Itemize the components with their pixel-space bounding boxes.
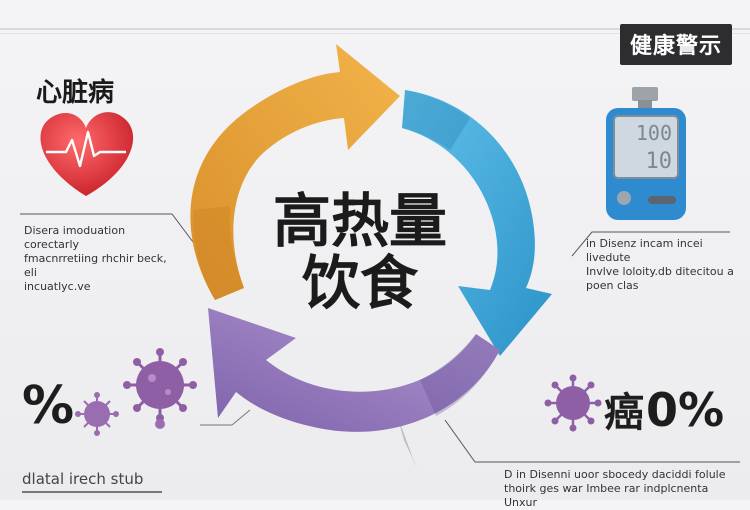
center-title-line1: 高热量 (272, 187, 447, 255)
monitor-reading-bottom: 10 (646, 149, 673, 174)
arrow-purple (208, 308, 500, 432)
bottom-right-note-line: thoirk ges war Imbee rar indplcnenta Unx… (504, 482, 709, 509)
cancer-stat: 癌0% (604, 380, 724, 438)
left-note-line: incuatlyc.ve (24, 280, 91, 293)
callout-line-bottom-left (200, 409, 251, 426)
cancer-label: 癌 (604, 390, 644, 436)
left-note-line: Disera imoduation corectarly (24, 224, 126, 251)
virus-icon-large (123, 348, 197, 422)
center-title: 高热量 饮食 (260, 190, 460, 314)
cancer-percent: 0% (646, 383, 725, 437)
blood-pressure-monitor-icon (606, 87, 686, 220)
bottom-left-caption: dlatal irech stub (22, 470, 144, 488)
left-note-line: fmacnrretiing rhchir beck, eli (24, 252, 167, 279)
center-title-line2: 饮食 (301, 249, 418, 317)
heart-pulse-icon (40, 112, 134, 196)
right-note-line: Invlve loloity.db ditecitou a (586, 265, 734, 278)
top-divider-thin (0, 33, 750, 34)
arrow-orange-shade (193, 206, 244, 300)
virus-dot (155, 419, 165, 429)
callout-line-bottom-right (444, 419, 740, 463)
arrow-blue (402, 90, 552, 356)
callout-line-right (571, 231, 730, 257)
left-note: Disera imoduation corectarly fmacnrretii… (24, 224, 174, 294)
health-warning-badge: 健康警示 (619, 24, 732, 65)
virus-icon-small (75, 392, 119, 436)
heart-disease-title: 心脏病 (36, 78, 115, 108)
arrow-orange (190, 44, 400, 300)
right-note: in Disenz incam incei livedute Invlve lo… (586, 237, 736, 293)
bottom-right-note-line: D in Disenni uoor sbocedy daciddi folule (504, 468, 726, 481)
arrow-blue-shade (402, 90, 470, 150)
top-divider (0, 28, 750, 30)
callout-line-left (20, 213, 197, 247)
bottom-right-note: D in Disenni uoor sbocedy daciddi folule… (504, 468, 744, 510)
bottom-left-underline (22, 491, 162, 493)
virus-icon-right (544, 374, 602, 432)
arrow-purple-shade (420, 334, 500, 416)
left-percent: % (22, 376, 75, 436)
right-note-line: in Disenz incam incei livedute (586, 237, 703, 264)
monitor-reading-top: 100 (636, 121, 672, 145)
right-note-line: poen clas (586, 279, 639, 292)
